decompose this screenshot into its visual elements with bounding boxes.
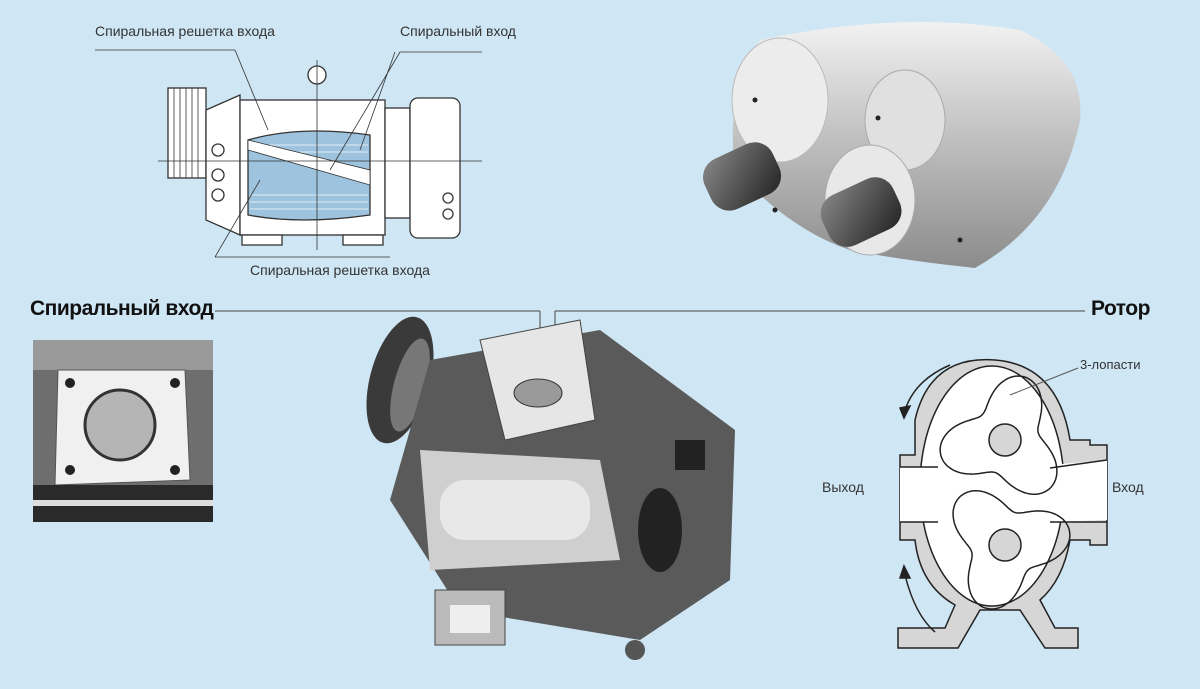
blower-cutaway-photo: [366, 316, 735, 660]
lower-shaft: [988, 528, 1022, 562]
label-spiral-grille-top: Спиральная решетка входа: [95, 23, 275, 39]
spiral-inlet-photo: [33, 340, 213, 522]
lower-trilobe-rotor: [952, 490, 1071, 610]
label-outlet: Выход: [822, 479, 864, 495]
label-spiral-inlet-top: Спиральный вход: [400, 23, 516, 39]
label-inlet: Вход: [1112, 479, 1144, 495]
callout-spiral-inlet: Спиральный вход: [30, 297, 214, 320]
callout-rotor: Ротор: [1091, 297, 1150, 320]
upper-trilobe-rotor: [939, 375, 1058, 495]
rotor-pair-photo: [703, 22, 1081, 268]
rotor-cross-section: [897, 358, 1108, 649]
rotation-arrow-bottom: [904, 574, 936, 633]
label-three-lobes: 3-лопасти: [1080, 357, 1141, 372]
upper-shaft: [988, 423, 1022, 457]
rotation-arrow-top: [904, 364, 951, 411]
label-spiral-grille-bottom: Спиральная решетка входа: [250, 262, 430, 278]
blower-line-drawing: [95, 49, 482, 258]
